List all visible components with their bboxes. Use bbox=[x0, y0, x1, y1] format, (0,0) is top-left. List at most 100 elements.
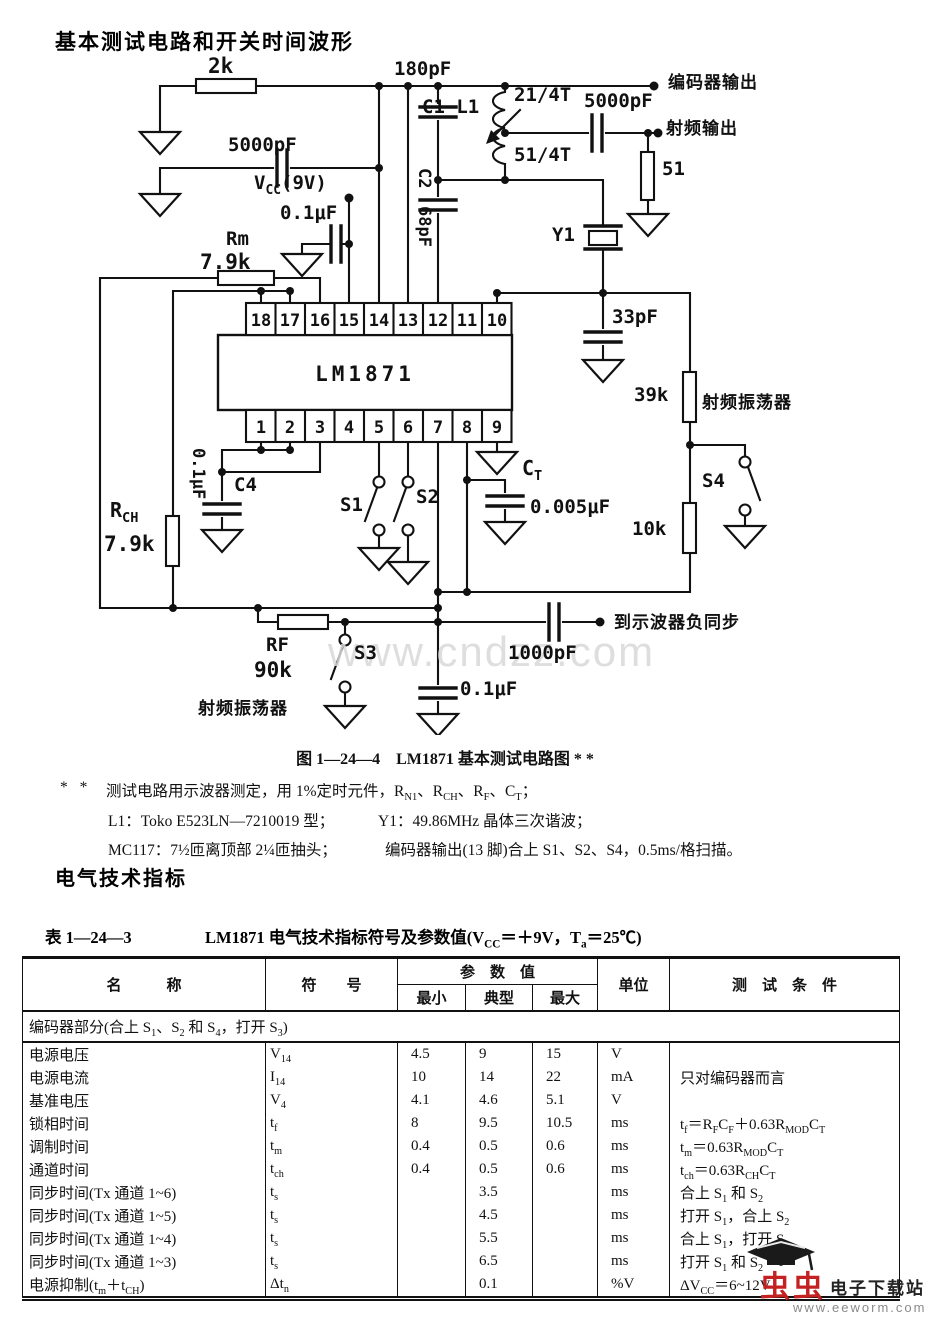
label-180pf: 180pF bbox=[394, 58, 452, 80]
wires bbox=[98, 84, 747, 714]
site-url: www.eeworm.com bbox=[793, 1300, 927, 1315]
inductor-l1 bbox=[491, 84, 507, 166]
site-brand: 虫虫 bbox=[760, 1271, 826, 1304]
label-01uf-bottom: 0.1μF bbox=[460, 678, 518, 700]
cell-min bbox=[397, 1250, 466, 1273]
cell-cond: 打开 S1，合上 S2 bbox=[669, 1204, 900, 1227]
cell-symbol: ts bbox=[265, 1250, 398, 1273]
label-rf: RF bbox=[266, 634, 289, 656]
cell-max: 0.6 bbox=[532, 1158, 598, 1181]
label-2k: 2k bbox=[208, 54, 234, 78]
cell-name: 电源抑制(tm＋tCH) bbox=[22, 1273, 266, 1299]
cell-min bbox=[397, 1204, 466, 1227]
cell-min: 8 bbox=[397, 1112, 466, 1135]
cell-cond: tch＝0.63RCHCT bbox=[669, 1158, 900, 1181]
cell-max: 15 bbox=[532, 1042, 598, 1066]
ic-label: LM1871 bbox=[315, 362, 415, 386]
cell-min bbox=[397, 1181, 466, 1204]
cell-max bbox=[532, 1273, 598, 1299]
cell-name: 锁相时间 bbox=[22, 1112, 266, 1135]
cell-unit: V bbox=[597, 1042, 670, 1066]
label-01uf-top: 0.1μF bbox=[280, 202, 338, 224]
cell-max bbox=[532, 1181, 598, 1204]
cell-typ: 14 bbox=[465, 1066, 533, 1089]
svg-text:11: 11 bbox=[457, 311, 477, 331]
cell-name: 同步时间(Tx 通道 1~6) bbox=[22, 1181, 266, 1204]
col-header-max: 最大 bbox=[532, 984, 598, 1012]
cell-cond: 合上 S1 和 S2 bbox=[669, 1181, 900, 1204]
resistor-2k bbox=[194, 77, 258, 95]
footnote-line2a: L1：Toko E523LN—7210019 型； bbox=[108, 813, 335, 830]
col-header-typ: 典型 bbox=[465, 984, 533, 1012]
table-number: 表 1—24—3 bbox=[45, 928, 132, 947]
label-5000pf-right: 5000pF bbox=[584, 90, 653, 112]
label-s3: S3 bbox=[354, 642, 377, 664]
resistor-rm bbox=[216, 269, 276, 287]
ic-bottom-pin-row bbox=[244, 408, 513, 444]
cell-symbol: tf bbox=[265, 1112, 398, 1135]
switches bbox=[338, 455, 752, 694]
ic-body bbox=[216, 333, 514, 412]
svg-text:7: 7 bbox=[433, 418, 443, 438]
cell-typ: 3.5 bbox=[465, 1181, 533, 1204]
footnote-line3a: MC117：7½匝离顶部 2¼匝抽头； bbox=[108, 842, 337, 859]
label-01uf-c4: 0.1μF bbox=[188, 448, 208, 500]
cell-symbol: I14 bbox=[265, 1066, 398, 1089]
label-s4: S4 bbox=[702, 470, 725, 492]
label-0005uf: 0.005μF bbox=[530, 496, 611, 518]
pin-dividers bbox=[274, 301, 484, 444]
spec-table: 名 称 符 号 参 数 值 单位 测 试 条 件 最小 典型 最大 编码器部分(… bbox=[22, 956, 900, 1301]
section-heading: 电气技术指标 bbox=[55, 868, 187, 890]
cell-unit: ms bbox=[597, 1135, 670, 1158]
footnote-line1: 测试电路用示波器测定，用 1%定时元件，RN1、RCH、RF、CT； bbox=[106, 783, 538, 804]
svg-text:1: 1 bbox=[256, 418, 266, 438]
svg-text:13: 13 bbox=[398, 311, 418, 331]
cell-max: 0.6 bbox=[532, 1135, 598, 1158]
cell-min: 4.5 bbox=[397, 1042, 466, 1066]
cell-cond bbox=[669, 1089, 900, 1112]
cell-unit: ms bbox=[597, 1227, 670, 1250]
cell-typ: 4.5 bbox=[465, 1204, 533, 1227]
cell-name: 调制时间 bbox=[22, 1135, 266, 1158]
cell-typ: 0.5 bbox=[465, 1158, 533, 1181]
svg-text:3: 3 bbox=[315, 418, 325, 438]
svg-text:5: 5 bbox=[374, 418, 384, 438]
footnote-line2b: Y1：49.86MHz 晶体三次谐波； bbox=[378, 813, 592, 830]
label-39k: 39k bbox=[634, 384, 669, 406]
page-title: 基本测试电路和开关时间波形 bbox=[55, 31, 354, 54]
cell-unit: ms bbox=[597, 1158, 670, 1181]
label-5000pf-left: 5000pF bbox=[228, 134, 297, 156]
figure-caption: 图 1—24—4 LM1871 基本测试电路图 * * bbox=[296, 751, 594, 768]
cell-symbol: ts bbox=[265, 1181, 398, 1204]
cell-cond: 只对编码器而言 bbox=[669, 1066, 900, 1089]
label-vcc-9v: VCC(9V) bbox=[254, 172, 327, 198]
cell-cond: ΔVCC＝6~12V bbox=[669, 1273, 900, 1299]
cell-max bbox=[532, 1250, 598, 1273]
site-name: 电子下载站 bbox=[830, 1279, 925, 1298]
label-21-4t: 21/4T bbox=[514, 84, 572, 106]
resistor-51 bbox=[639, 150, 656, 202]
cell-symbol: Δtn bbox=[265, 1273, 398, 1299]
tuning-arrow-icon bbox=[486, 108, 522, 144]
label-c2: C2 bbox=[414, 168, 434, 189]
cell-name: 同步时间(Tx 通道 1~4) bbox=[22, 1227, 266, 1250]
cell-typ: 0.1 bbox=[465, 1273, 533, 1299]
table-title: LM1871 电气技术指标符号及参数值(VCC＝＋9V，Ta＝25℃) bbox=[205, 928, 642, 951]
cell-cond: tf＝RFCF＋0.63RMODCT bbox=[669, 1112, 900, 1135]
svg-text:9: 9 bbox=[492, 418, 502, 438]
svg-text:12: 12 bbox=[428, 311, 448, 331]
resistor-rf bbox=[276, 613, 330, 631]
label-90k: 90k bbox=[254, 658, 292, 682]
svg-text:6: 6 bbox=[403, 418, 413, 438]
cell-min bbox=[397, 1227, 466, 1250]
col-header-unit: 单位 bbox=[597, 957, 670, 1012]
col-header-name: 名 称 bbox=[22, 957, 266, 1012]
